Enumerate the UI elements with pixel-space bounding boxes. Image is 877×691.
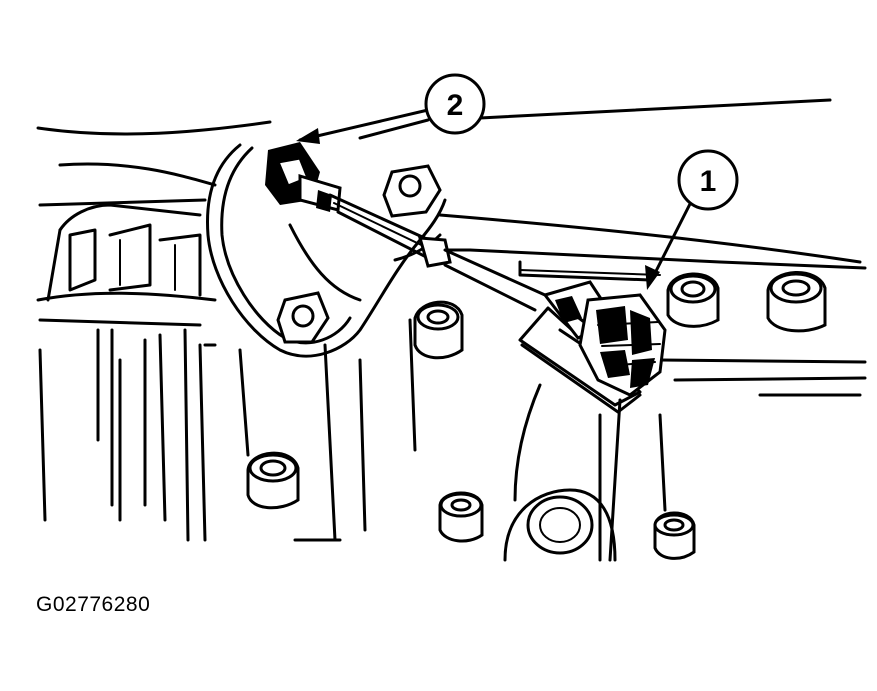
bolt-bracket-upper bbox=[382, 164, 442, 218]
callout-2-number: 2 bbox=[447, 89, 464, 122]
callout-1: 1 bbox=[677, 149, 739, 211]
bolt-lower-left bbox=[246, 451, 300, 510]
housing-outline bbox=[36, 98, 867, 397]
sensor-cable bbox=[328, 193, 547, 312]
callout-leaders bbox=[296, 108, 694, 290]
bolt-right-2 bbox=[766, 271, 827, 333]
bolts bbox=[246, 164, 827, 562]
electrical-connector bbox=[518, 280, 667, 414]
bolt-lower-mid bbox=[438, 491, 484, 543]
bolt-center bbox=[413, 300, 464, 360]
bolt-bracket-lower bbox=[276, 291, 330, 344]
casting-ribs bbox=[38, 203, 667, 562]
bolt-right-1 bbox=[666, 272, 720, 328]
callout-2: 2 bbox=[424, 73, 486, 135]
callout-1-number: 1 bbox=[700, 165, 717, 198]
figure-id-label: G02776280 bbox=[36, 593, 151, 616]
bolt-lower-right bbox=[653, 511, 696, 560]
drain-plug bbox=[503, 488, 617, 562]
sensor-body bbox=[265, 142, 342, 212]
